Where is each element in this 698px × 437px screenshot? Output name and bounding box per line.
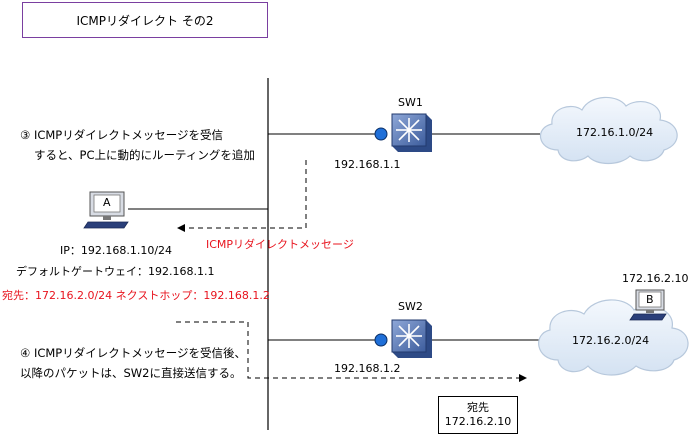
pc-a-gateway: デフォルトゲートウェイ：192.168.1.1: [16, 265, 215, 278]
destination-box: 宛先 172.16.2.10: [438, 396, 518, 434]
route-entry: 宛先：172.16.2.0/24 ネクストホップ：192.168.1.2: [2, 289, 270, 302]
pc-b-computer-icon: [629, 289, 667, 321]
redirect-message-label: ICMPリダイレクトメッセージ: [206, 238, 354, 251]
step3-line2: すると、PC上に動的にルーティングを追加: [34, 148, 255, 162]
sw2-ip: 192.168.1.2: [334, 362, 401, 375]
title-text: ICMPリダイレクト その2: [76, 13, 214, 28]
pc-a-label: A: [103, 196, 111, 209]
step3-line1: ③ ICMPリダイレクトメッセージを受信: [20, 128, 224, 142]
cloud-172-16-1-0-icon: [540, 96, 678, 165]
cloud1-label: 172.16.1.0/24: [576, 126, 654, 139]
direct-forward-arrow: [176, 321, 527, 382]
redirect-arrow: [177, 160, 307, 232]
pc-a-computer-icon: [83, 191, 129, 229]
cloud2-label: 172.16.2.0/24: [572, 334, 650, 347]
sw2-label: SW2: [398, 300, 423, 313]
sw1-label: SW1: [398, 96, 423, 109]
destination-label: 宛先: [467, 401, 489, 414]
step4-line1: ④ ICMPリダイレクトメッセージを受信後、: [20, 346, 247, 360]
destination-ip: 172.16.2.10: [444, 415, 512, 428]
pc-b-label: B: [646, 293, 654, 306]
sw1-ip: 192.168.1.1: [334, 158, 401, 171]
pc-a-ip: IP：192.168.1.10/24: [60, 244, 173, 257]
diagram-title: ICMPリダイレクト その2: [22, 2, 268, 38]
sw1-switch-icon: [391, 113, 432, 152]
sw2-switch-icon: [391, 319, 432, 358]
step4-line2: 以降のパケットは、SW2に直接送信する。: [20, 366, 242, 380]
sw1-port-icon: [374, 127, 388, 141]
pc-b-ip: 172.16.2.10: [622, 272, 689, 285]
sw2-port-icon: [374, 333, 388, 347]
